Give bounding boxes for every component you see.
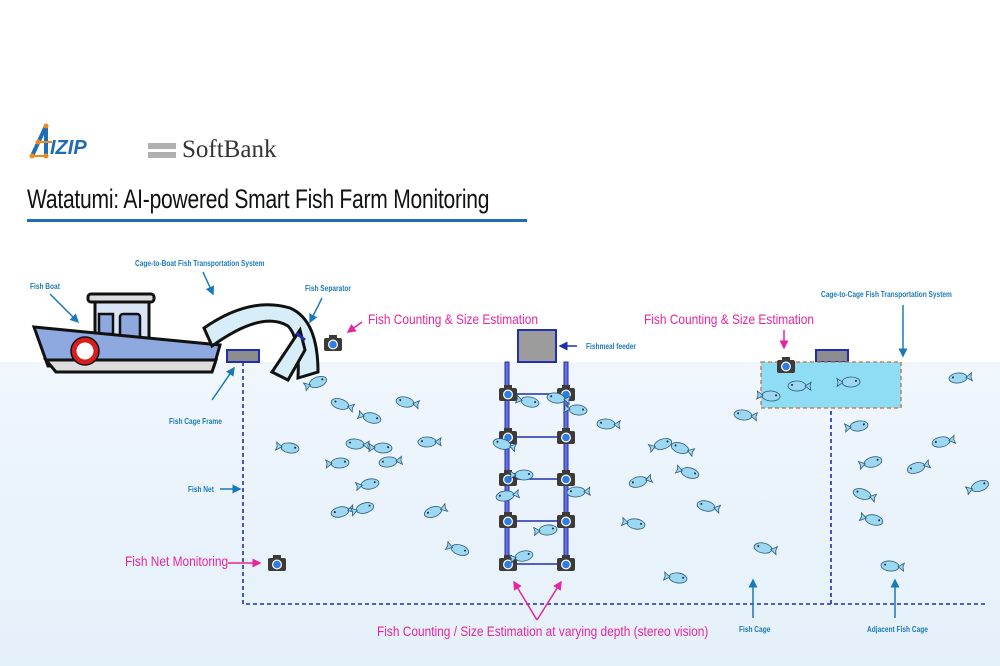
fish-icon bbox=[880, 559, 905, 573]
softbank-mark-icon bbox=[148, 142, 176, 159]
page-title: Watatumi: AI-powered Smart Fish Farm Mon… bbox=[27, 184, 490, 214]
label-fish-cage: Fish Cage bbox=[739, 625, 771, 634]
water-area bbox=[0, 362, 1000, 666]
fish-boat bbox=[31, 292, 222, 374]
fish-icon bbox=[394, 394, 421, 411]
fish-icon bbox=[851, 486, 878, 504]
fish-icon bbox=[843, 419, 870, 434]
fish-icon bbox=[566, 485, 591, 498]
label-fishmeal-feeder: Fishmeal feeder bbox=[586, 342, 636, 351]
callout-net-monitoring: Fish Net Monitoring bbox=[125, 553, 229, 569]
label-cage-to-cage: Cage-to-Cage Fish Transportation System bbox=[821, 290, 952, 299]
callout-counting-right: Fish Counting & Size Estimation bbox=[644, 311, 814, 327]
stereo-camera-icon bbox=[557, 512, 575, 528]
fish-icon bbox=[349, 500, 376, 518]
camera-icon bbox=[777, 357, 795, 373]
softbank-wordmark: SoftBank bbox=[182, 136, 277, 163]
aizip-logo: IZIP bbox=[29, 123, 87, 159]
fish-icon bbox=[417, 436, 442, 448]
fish-icon bbox=[752, 540, 779, 557]
stereo-camera-icon bbox=[557, 555, 575, 571]
stereo-camera-icon bbox=[499, 385, 517, 401]
label-fish-boat: Fish Boat bbox=[30, 282, 60, 291]
fish-icon bbox=[422, 502, 449, 521]
fish-icon bbox=[964, 477, 991, 496]
label-cage-to-boat: Cage-to-Boat Fish Transportation System bbox=[135, 259, 265, 268]
fish-icon bbox=[596, 418, 621, 431]
callout-stereo: Fish Counting / Size Estimation at varyi… bbox=[377, 623, 709, 639]
fish-icon bbox=[494, 488, 521, 503]
title-underline bbox=[27, 219, 527, 222]
fish-icon bbox=[695, 498, 722, 515]
fish-icon bbox=[647, 435, 674, 454]
fish-icon bbox=[345, 437, 370, 451]
label-fish-net: Fish Net bbox=[188, 485, 214, 494]
fish-icon bbox=[377, 454, 404, 469]
fish-icon bbox=[533, 523, 558, 537]
fish-icon bbox=[930, 433, 957, 450]
fishmeal-feeder bbox=[517, 329, 557, 363]
label-adjacent-fish-cage: Adjacent Fish Cage bbox=[867, 625, 928, 634]
label-fish-separator: Fish Separator bbox=[305, 284, 351, 293]
fish-icon bbox=[905, 458, 932, 476]
fish-icon bbox=[514, 393, 541, 410]
fish-icon bbox=[732, 408, 759, 423]
stereo-camera-icon bbox=[557, 428, 575, 444]
fish-icon bbox=[329, 396, 356, 414]
fish-icon bbox=[356, 409, 383, 426]
fish-icon bbox=[858, 511, 885, 528]
label-fish-cage-frame: Fish Cage Frame bbox=[169, 417, 222, 426]
fish-icon bbox=[627, 473, 654, 490]
fish-icon bbox=[662, 570, 689, 585]
svg-text:IZIP: IZIP bbox=[50, 137, 87, 159]
stereo-camera-icon bbox=[499, 470, 517, 486]
transport-pipe bbox=[202, 303, 320, 382]
fish-icon bbox=[857, 454, 884, 471]
fish-icon bbox=[329, 503, 356, 520]
cage-frame-float bbox=[226, 349, 260, 363]
fish-net-line bbox=[242, 362, 985, 605]
adjacent-cage-float bbox=[815, 349, 849, 363]
fish-icon bbox=[354, 477, 381, 492]
fish-icon bbox=[368, 442, 393, 454]
fish-icon bbox=[669, 439, 696, 458]
callout-counting-left: Fish Counting & Size Estimation bbox=[368, 311, 538, 327]
fish-icon bbox=[325, 456, 350, 470]
fish-icon bbox=[274, 440, 301, 455]
fish-icon bbox=[620, 516, 647, 531]
fish-icon bbox=[674, 463, 701, 481]
stereo-camera-icon bbox=[557, 470, 575, 486]
softbank-logo: SoftBank bbox=[148, 136, 276, 164]
stereo-camera-icon bbox=[499, 512, 517, 528]
fish-icon bbox=[948, 371, 973, 385]
camera-icon bbox=[324, 335, 342, 351]
camera-icon bbox=[268, 555, 286, 571]
fish-icon bbox=[444, 540, 471, 559]
